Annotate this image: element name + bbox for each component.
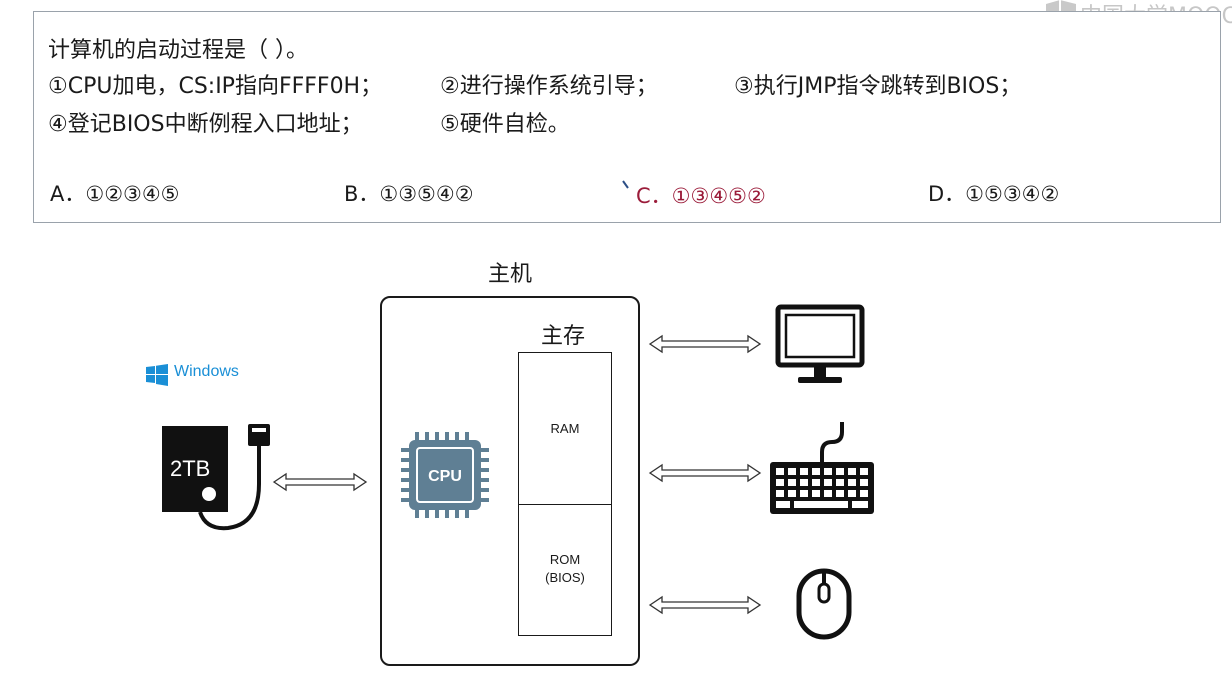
keyboard-arrow-icon [648, 463, 762, 483]
windows-icon [146, 364, 168, 386]
question-box: 计算机的启动过程是（ ）。 ①CPU加电，CS:IP指向FFFF0H； ②进行操… [33, 11, 1221, 223]
option-c[interactable]: C．①③④⑤② [636, 184, 766, 208]
monitor-icon [775, 304, 865, 383]
option-b[interactable]: B．①③⑤④② [344, 182, 474, 206]
rom-label: ROM (BIOS) [519, 551, 611, 587]
pen-mark-icon [622, 180, 629, 189]
cpu-label: CPU [428, 468, 462, 485]
cpu-chip-icon: CPU [401, 432, 489, 518]
mouse-arrow-icon [648, 595, 762, 615]
monitor-arrow-icon [648, 334, 762, 354]
host-box [380, 296, 640, 666]
keyboard-icon [770, 422, 874, 514]
ram-label: RAM [550, 421, 580, 436]
step-5: ⑤硬件自检。 [440, 112, 570, 137]
disk-host-arrow-icon [272, 472, 368, 492]
step-4: ④登记BIOS中断例程入口地址； [48, 112, 363, 137]
rom-label-line2: (BIOS) [545, 570, 585, 585]
step-2: ②进行操作系统引导； [440, 74, 658, 99]
option-a[interactable]: A．①②③④⑤ [50, 182, 180, 206]
rom-label-line1: ROM [549, 552, 581, 567]
step-1: ①CPU加电，CS:IP指向FFFF0H； [48, 74, 383, 99]
host-title: 主机 [488, 262, 533, 287]
memory-title: 主存 [541, 324, 586, 349]
windows-logo: Windows [146, 363, 256, 389]
memory-box: RAM ROM (BIOS) [518, 352, 612, 636]
step-3: ③执行JMP指令跳转到BIOS； [734, 74, 1022, 99]
memory-divider [519, 504, 611, 505]
windows-label: Windows [174, 363, 239, 380]
mouse-icon [796, 568, 852, 640]
disk-label: 2TB [170, 456, 210, 481]
hard-disk-icon: 2TB [162, 424, 270, 531]
question-stem: 计算机的启动过程是（ ）。 [48, 38, 308, 63]
option-d[interactable]: D．①⑤③④② [928, 182, 1060, 206]
